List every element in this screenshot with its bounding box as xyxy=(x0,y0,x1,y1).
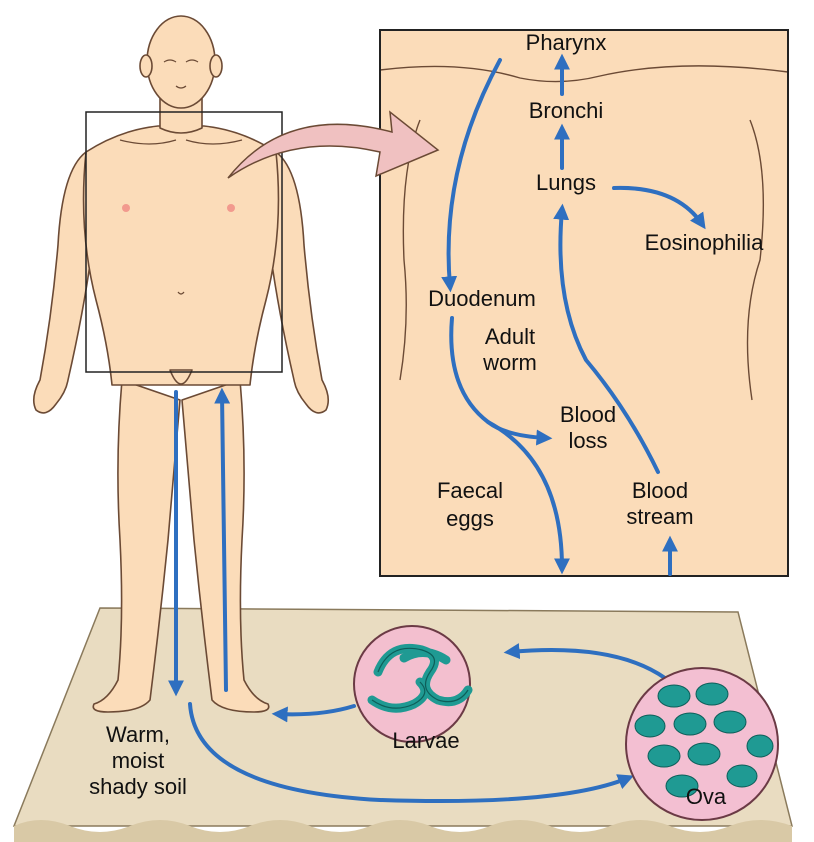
label-soil-line2: moist xyxy=(112,748,165,773)
label-faecal-eggs-line1: Faecal xyxy=(437,478,503,503)
label-soil-line1: Warm, xyxy=(106,722,170,747)
label-larvae: Larvae xyxy=(392,728,459,753)
label-ova: Ova xyxy=(686,784,727,809)
label-lungs: Lungs xyxy=(536,170,596,195)
label-pharynx: Pharynx xyxy=(526,30,607,55)
label-faecal-eggs-line2: eggs xyxy=(446,506,494,531)
label-blood-stream-line1: Blood xyxy=(632,478,688,503)
label-adult-worm-line2: worm xyxy=(482,350,537,375)
larvae-icon xyxy=(354,626,470,742)
label-duodenum: Duodenum xyxy=(428,286,536,311)
label-blood-stream-line2: stream xyxy=(626,504,693,529)
label-eosinophilia: Eosinophilia xyxy=(645,230,764,255)
label-blood-loss-line2: loss xyxy=(568,428,607,453)
label-bronchi: Bronchi xyxy=(529,98,604,123)
label-blood-loss-line1: Blood xyxy=(560,402,616,427)
label-soil-line3: shady soil xyxy=(89,774,187,799)
human-figure xyxy=(34,16,329,712)
label-adult-worm-line1: Adult xyxy=(485,324,535,349)
